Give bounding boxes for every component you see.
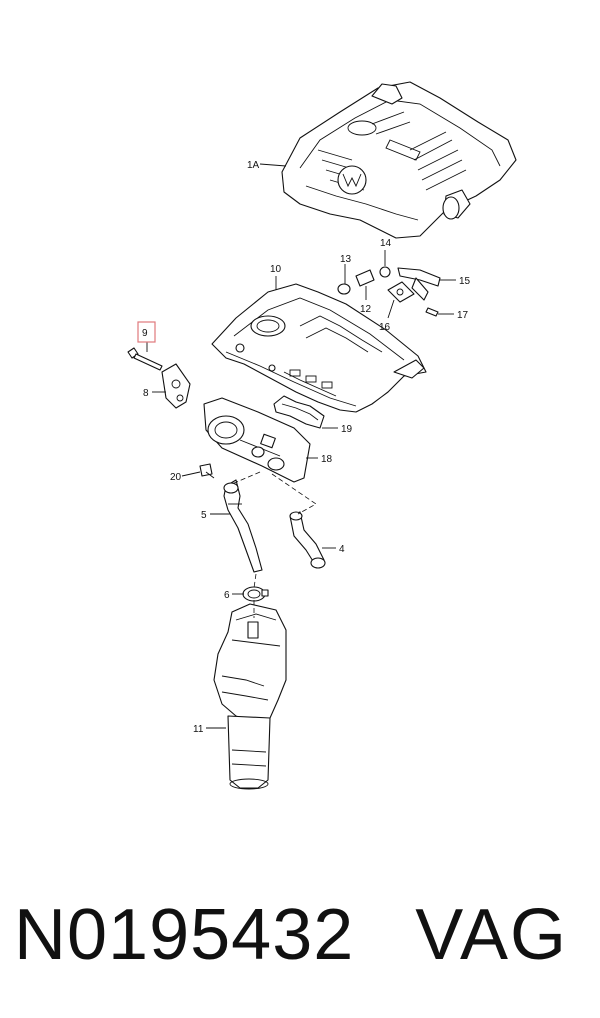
callout-1A: 1A — [247, 160, 260, 171]
callout-20: 20 — [170, 472, 182, 483]
bolt-part — [127, 347, 163, 371]
assembly-lines — [231, 471, 317, 618]
callout-11: 11 — [193, 724, 204, 735]
callout-14: 14 — [380, 238, 392, 249]
callout-16: 16 — [379, 322, 391, 333]
callout-8: 8 — [143, 388, 149, 399]
gasket-part — [273, 395, 325, 429]
callout-4: 4 — [339, 544, 345, 555]
oil-filter-housing-part — [213, 603, 287, 790]
callout-9: 9 — [142, 328, 148, 339]
callout-6: 6 — [224, 590, 230, 601]
callout-15: 15 — [459, 276, 471, 287]
callout-10: 10 — [270, 264, 282, 275]
engine-cover-part — [281, 81, 517, 239]
brand-name: VAG — [415, 895, 568, 975]
callout-17: 17 — [457, 310, 469, 321]
callout-18: 18 — [321, 454, 333, 465]
housing-part — [203, 397, 311, 483]
bolt-20-part — [199, 463, 215, 479]
callout-12: 12 — [360, 304, 372, 315]
highlight-box — [137, 321, 156, 343]
callout-13: 13 — [340, 254, 352, 265]
part-number: N0195432 — [14, 895, 355, 975]
footer: N0195432 VAG — [0, 880, 600, 990]
small-hose-part — [289, 511, 326, 569]
flange-part — [161, 363, 191, 409]
cylinder-head-cover-part — [211, 283, 427, 413]
callout-19: 19 — [341, 424, 353, 435]
hose-clamp-part — [242, 586, 269, 602]
exploded-parts-diagram: 1A 10 13 14 15 12 16 17 9 8 19 18 20 5 4… — [127, 81, 517, 790]
leader-lines — [146, 163, 456, 729]
coolant-hose-part — [223, 479, 263, 573]
callout-5: 5 — [201, 510, 207, 521]
fitting-parts — [337, 266, 441, 317]
